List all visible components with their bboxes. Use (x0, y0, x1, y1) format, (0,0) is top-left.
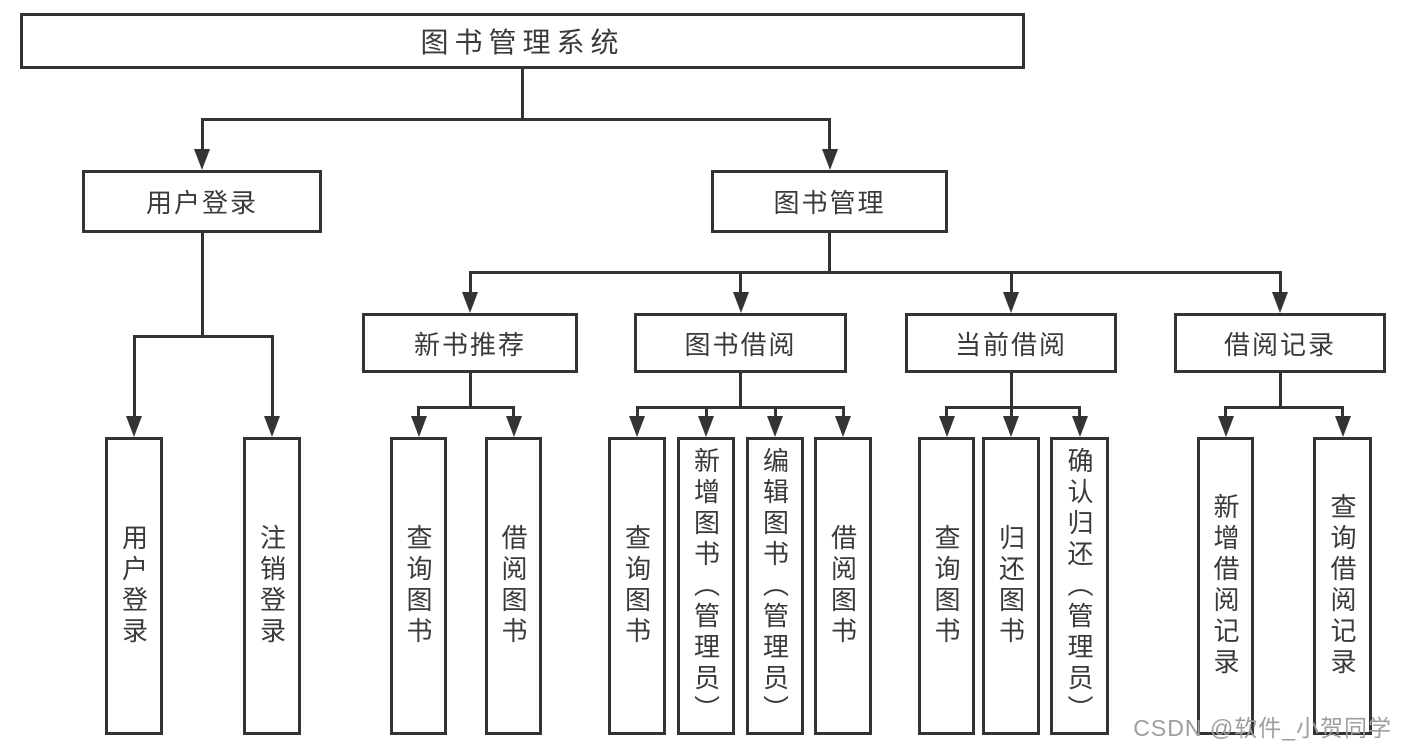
node-query-books-rec: 查询图书 (390, 437, 447, 735)
edge-drop (1224, 405, 1227, 421)
arrow-down-icon (1272, 292, 1288, 313)
node-label: 新增借阅记录 (1210, 493, 1240, 679)
node-label: 归还图书 (995, 524, 1026, 648)
arrow-down-icon (1334, 416, 1351, 437)
arrow-down-icon (505, 416, 522, 437)
node-label: 图书管理 (773, 188, 886, 218)
node-user-login-group: 用户登录 (82, 170, 322, 233)
node-borrow-records: 借阅记录 (1174, 313, 1386, 373)
arrow-down-icon (629, 416, 645, 437)
arrow-down-icon (732, 292, 749, 313)
node-label: 编辑图书（管理员） (759, 446, 790, 726)
node-label: 新增图书（管理员） (690, 446, 721, 726)
node-current-borrow: 当前借阅 (905, 313, 1117, 373)
node-return-books: 归还图书 (982, 437, 1040, 735)
edge-drop (1009, 270, 1013, 297)
arrow-down-icon (835, 416, 851, 437)
edge-drop (828, 117, 831, 154)
node-add-borrow-record: 新增借阅记录 (1197, 437, 1254, 735)
edge-drop (1341, 405, 1344, 421)
edge-rail (945, 405, 1081, 409)
node-edit-books-admin: 编辑图书（管理员） (746, 437, 804, 735)
arrow-down-icon (821, 149, 838, 170)
edge-stub (828, 232, 831, 274)
node-book-mgmt: 图书管理 (711, 170, 948, 233)
arrow-down-icon (938, 416, 955, 437)
edge-drop (200, 117, 204, 154)
edge-drop (417, 405, 420, 421)
node-query-borrow-record: 查询借阅记录 (1313, 437, 1372, 735)
node-label: 图书管理系统 (420, 27, 625, 58)
arrow-down-icon (194, 149, 210, 170)
edge-stub (200, 232, 204, 338)
edge-rail (417, 405, 515, 409)
edge-stub (1009, 372, 1013, 409)
arrow-down-icon (462, 292, 478, 313)
edge-drop (945, 405, 948, 421)
edge-drop (841, 405, 845, 421)
arrow-down-icon (126, 416, 142, 437)
arrow-down-icon (410, 416, 427, 437)
node-label: 借阅图书 (827, 524, 858, 648)
node-label: 用户登录 (145, 188, 258, 218)
node-logout: 注销登录 (243, 437, 301, 735)
node-query-books-current: 查询图书 (918, 437, 975, 735)
edge-drop (468, 270, 472, 297)
node-borrow-books: 借阅图书 (814, 437, 872, 735)
arrow-down-icon (264, 416, 280, 437)
node-label: 借阅记录 (1223, 329, 1336, 360)
node-borrow-books-rec: 借阅图书 (485, 437, 542, 735)
edge-drop (270, 334, 274, 421)
node-new-book-rec: 新书推荐 (362, 313, 578, 373)
node-query-books-borrow: 查询图书 (608, 437, 666, 735)
edge-drop (512, 405, 515, 421)
node-book-borrow: 图书借阅 (634, 313, 847, 373)
node-confirm-return-admin: 确认归还（管理员） (1050, 437, 1109, 735)
edge-rail (468, 270, 1282, 274)
node-label: 查询借阅记录 (1327, 493, 1357, 679)
edge-drop (1009, 405, 1013, 421)
node-label: 查询图书 (621, 524, 652, 648)
node-label: 查询图书 (931, 524, 961, 648)
node-user-login: 用户登录 (105, 437, 163, 735)
node-label: 注销登录 (256, 524, 287, 648)
node-add-books-admin: 新增图书（管理员） (677, 437, 735, 735)
edge-drop (132, 334, 136, 421)
edge-stub (468, 372, 472, 409)
edge-stub (1278, 372, 1282, 409)
arrow-down-icon (698, 416, 714, 437)
edge-drop (635, 405, 639, 421)
edge-drop (1278, 270, 1282, 297)
edge-stub (521, 68, 524, 121)
edge-rail (1224, 405, 1344, 409)
node-label: 确认归还（管理员） (1064, 446, 1094, 726)
edge-rail (635, 405, 845, 409)
node-label: 当前借阅 (954, 329, 1067, 360)
edge-drop (1078, 405, 1081, 421)
arrow-down-icon (767, 416, 783, 437)
edge-drop (739, 270, 742, 297)
arrow-down-icon (1003, 292, 1019, 313)
node-label: 图书借阅 (684, 329, 797, 360)
arrow-down-icon (1217, 416, 1234, 437)
watermark: CSDN @软件_小贺同学 (1133, 715, 1392, 741)
edge-drop (773, 405, 777, 421)
edge-drop (704, 405, 708, 421)
node-system: 图书管理系统 (20, 13, 1025, 69)
edge-stub (739, 372, 742, 409)
arrow-down-icon (1003, 416, 1019, 437)
edge-rail (200, 117, 831, 121)
edge-rail (132, 334, 274, 338)
node-label: 新书推荐 (413, 329, 526, 360)
node-label: 借阅图书 (498, 524, 528, 648)
arrow-down-icon (1071, 416, 1088, 437)
node-label: 查询图书 (403, 524, 433, 648)
node-label: 用户登录 (118, 524, 149, 648)
